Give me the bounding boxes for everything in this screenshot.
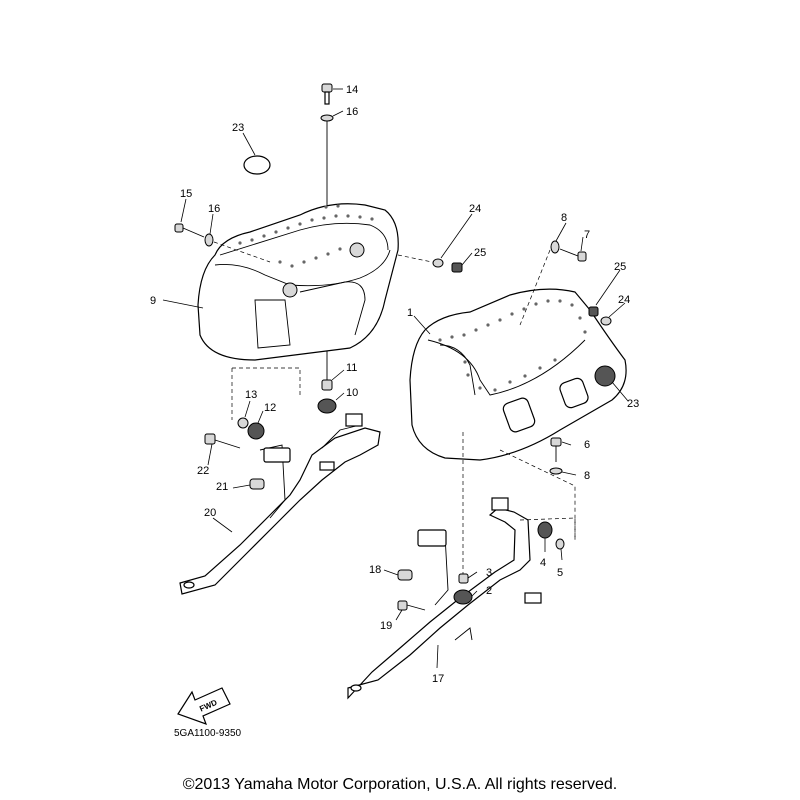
callout-7: 7 [584, 229, 590, 241]
callout-24: 24 [618, 294, 630, 306]
part-20-left-stay [179, 413, 381, 595]
callout-14: 14 [346, 84, 358, 96]
part-23-emblem-left [243, 155, 271, 175]
part-9-left-saddlebag [197, 203, 399, 361]
part-15-bolt [174, 223, 205, 238]
callout-16: 16 [346, 106, 358, 118]
part-17-right-stay [347, 497, 542, 700]
callout-12: 12 [264, 402, 276, 414]
callout-16: 16 [208, 203, 220, 215]
part-3-collar [458, 573, 469, 584]
callout-leaders [162, 88, 629, 669]
part-25-nut-right [588, 306, 599, 317]
part-25-nut-upper [451, 262, 463, 273]
part-2-grommet [453, 589, 473, 605]
callout-9: 9 [150, 295, 156, 307]
part-13-collar [237, 417, 249, 429]
callout-23: 23 [627, 398, 639, 410]
part-6-bolt [550, 437, 562, 462]
nut-25-path [397, 254, 433, 263]
part-24-washer-upper [432, 258, 444, 268]
copyright-notice: ©2013 Yamaha Motor Corporation, U.S.A. A… [182, 776, 618, 793]
part-12-grommet [247, 422, 265, 440]
bolt-15-path [213, 241, 271, 263]
part-7-bolt [559, 248, 587, 262]
part-8-washer-upper [550, 240, 560, 254]
part-21-bolt [249, 478, 265, 490]
fwd-arrow-icon: FWD [177, 687, 231, 725]
part-11-collar [321, 379, 333, 391]
callout-24: 24 [469, 203, 481, 215]
part-16-washer-top [320, 114, 334, 122]
callout-4: 4 [540, 557, 546, 569]
callouts: 14 16 23 15 16 9 24 25 8 7 25 24 1 23 11… [150, 84, 639, 685]
callout-1: 1 [407, 307, 413, 319]
part-8-washer-lower [549, 467, 563, 475]
callout-20: 20 [204, 507, 216, 519]
catalog-code: 5GA1100-9350 [174, 728, 242, 739]
part-5-collar [555, 538, 565, 550]
callout-23: 23 [232, 122, 244, 134]
callout-19: 19 [380, 620, 392, 632]
callout-8: 8 [584, 470, 590, 482]
callout-17: 17 [432, 673, 444, 685]
callout-15: 15 [180, 188, 192, 200]
callout-22: 22 [197, 465, 209, 477]
part-10-grommet [317, 398, 337, 414]
part-4-grommet [537, 521, 553, 539]
part-16-washer-left [204, 233, 214, 247]
part-24-washer-right [600, 316, 612, 326]
callout-5: 5 [557, 567, 563, 579]
callout-8: 8 [561, 212, 567, 224]
callout-6: 6 [584, 439, 590, 451]
part-22-bolt [204, 433, 241, 449]
callout-3: 3 [486, 567, 492, 579]
part-18-bolt [397, 569, 413, 581]
left-bag-mount-guide [231, 367, 301, 420]
part-19-bolt [397, 600, 426, 611]
callout-2: 2 [486, 585, 492, 597]
callout-13: 13 [245, 389, 257, 401]
callout-21: 21 [216, 481, 228, 493]
part-14-bolt [321, 83, 333, 105]
callout-11: 11 [346, 362, 357, 374]
callout-25: 25 [614, 261, 626, 273]
part-1-right-saddlebag [409, 288, 627, 461]
callout-18: 18 [369, 564, 381, 576]
callout-10: 10 [346, 387, 358, 399]
callout-25: 25 [474, 247, 486, 259]
